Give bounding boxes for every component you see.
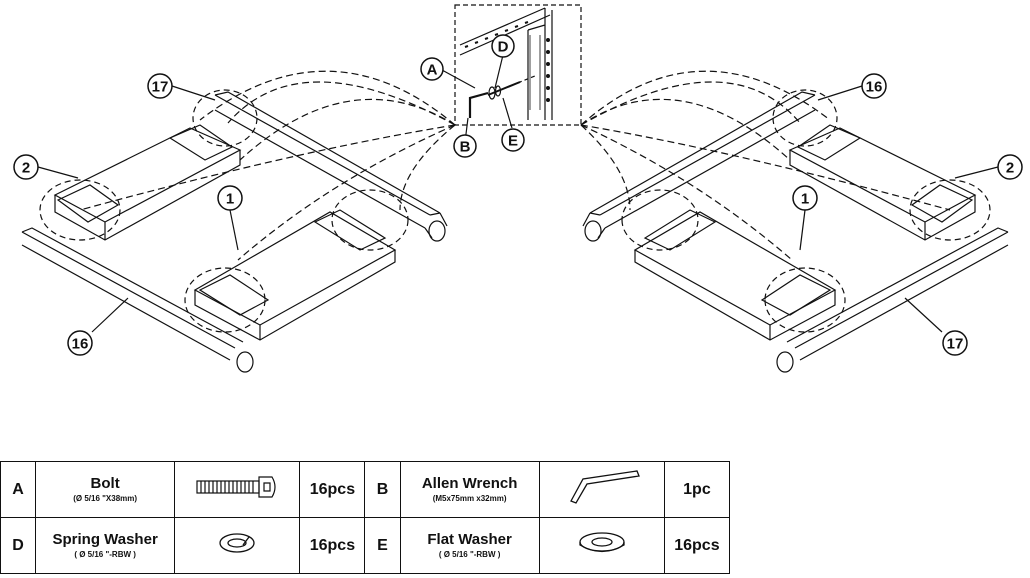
part-picture (174, 517, 301, 574)
table-row: A Bolt (Ø 5/16 "X38mm) 16pcs B Allen Wre… (0, 461, 731, 518)
detail-d-label: D (498, 39, 509, 56)
callout-16-right (861, 73, 887, 99)
callout-1-right (792, 185, 818, 211)
part-quantity: 16pcs (299, 461, 366, 518)
part-letter: B (364, 461, 401, 518)
part-name-cell: Spring Washer ( Ø 5/16 "-RBW ) (35, 517, 176, 574)
part-letter: D (0, 517, 37, 574)
detail-a-circle (420, 57, 444, 81)
part-quantity: 16pcs (663, 517, 731, 574)
flat-washer-icon (579, 532, 625, 553)
detail-e-label: E (508, 133, 518, 150)
leader-lines (37, 54, 999, 333)
callout-1-left (217, 185, 243, 211)
part-spec: (M5x75mm x32mm) (432, 494, 507, 503)
part-name-cell: Flat Washer ( Ø 5/16 "-RBW ) (399, 517, 540, 574)
left-frame-assembly (21, 89, 448, 373)
part-picture (174, 461, 301, 518)
callout-1-right-label: 1 (801, 191, 809, 208)
table-row: D Spring Washer ( Ø 5/16 "-RBW ) 16pcs E… (0, 517, 731, 574)
part-name-cell: Allen Wrench (M5x75mm x32mm) (399, 461, 540, 518)
part-letter: A (0, 461, 37, 518)
part-picture (538, 461, 665, 518)
spring-washer-icon (219, 533, 255, 553)
detail-d-circle (491, 34, 515, 58)
part-letter: E (364, 517, 401, 574)
callout-17-left-label: 17 (152, 79, 169, 96)
part-picture (538, 517, 665, 574)
right-frame-assembly (582, 89, 1009, 373)
callout-16-left (67, 330, 93, 356)
callout-2-right (997, 154, 1023, 180)
part-quantity: 1pc (663, 461, 731, 518)
detail-e-circle (501, 128, 525, 152)
callout-2-left-label: 2 (22, 160, 30, 177)
detail-projection-lines (79, 70, 951, 261)
callout-1-left-label: 1 (226, 191, 234, 208)
allen-wrench-icon (569, 470, 640, 504)
part-name: Flat Washer (427, 531, 512, 548)
part-name: Spring Washer (52, 531, 158, 548)
detail-inset (454, 4, 582, 126)
callout-17-right (942, 330, 968, 356)
part-name: Allen Wrench (421, 475, 518, 492)
callout-2-right-label: 2 (1006, 160, 1014, 177)
part-name-cell: Bolt (Ø 5/16 "X38mm) (35, 461, 176, 518)
part-quantity: 16pcs (299, 517, 366, 574)
part-name: Bolt (90, 475, 120, 492)
callout-16-left-label: 16 (72, 336, 89, 353)
callout-17-left (147, 73, 173, 99)
callout-2-left (13, 154, 39, 180)
detail-a-label: A (427, 62, 438, 79)
part-spec: (Ø 5/16 "X38mm) (73, 494, 138, 503)
assembly-diagram: 17 2 1 16 16 2 1 17 A B D E (13, 4, 1023, 373)
detail-b-circle (453, 134, 477, 158)
hardware-parts-table: A Bolt (Ø 5/16 "X38mm) 16pcs B Allen Wre… (0, 461, 731, 574)
callout-16-right-label: 16 (866, 79, 883, 96)
detail-b-label: B (460, 139, 471, 156)
part-spec: ( Ø 5/16 "-RBW ) (438, 550, 501, 559)
bolt-icon (196, 476, 276, 498)
callout-17-right-label: 17 (947, 336, 964, 353)
part-spec: ( Ø 5/16 "-RBW ) (74, 550, 136, 559)
